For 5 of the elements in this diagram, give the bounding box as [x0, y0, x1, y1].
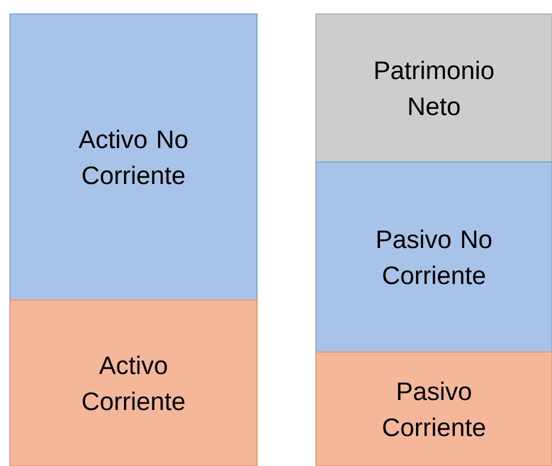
liability-block: Pasivo Corriente — [316, 352, 552, 466]
asset-block: Activo No Corriente — [10, 14, 258, 300]
asset-block: Activo Corriente — [10, 300, 258, 466]
liability-block: Pasivo No Corriente — [316, 162, 552, 352]
equity-block: Patrimonio Neto — [316, 14, 552, 162]
